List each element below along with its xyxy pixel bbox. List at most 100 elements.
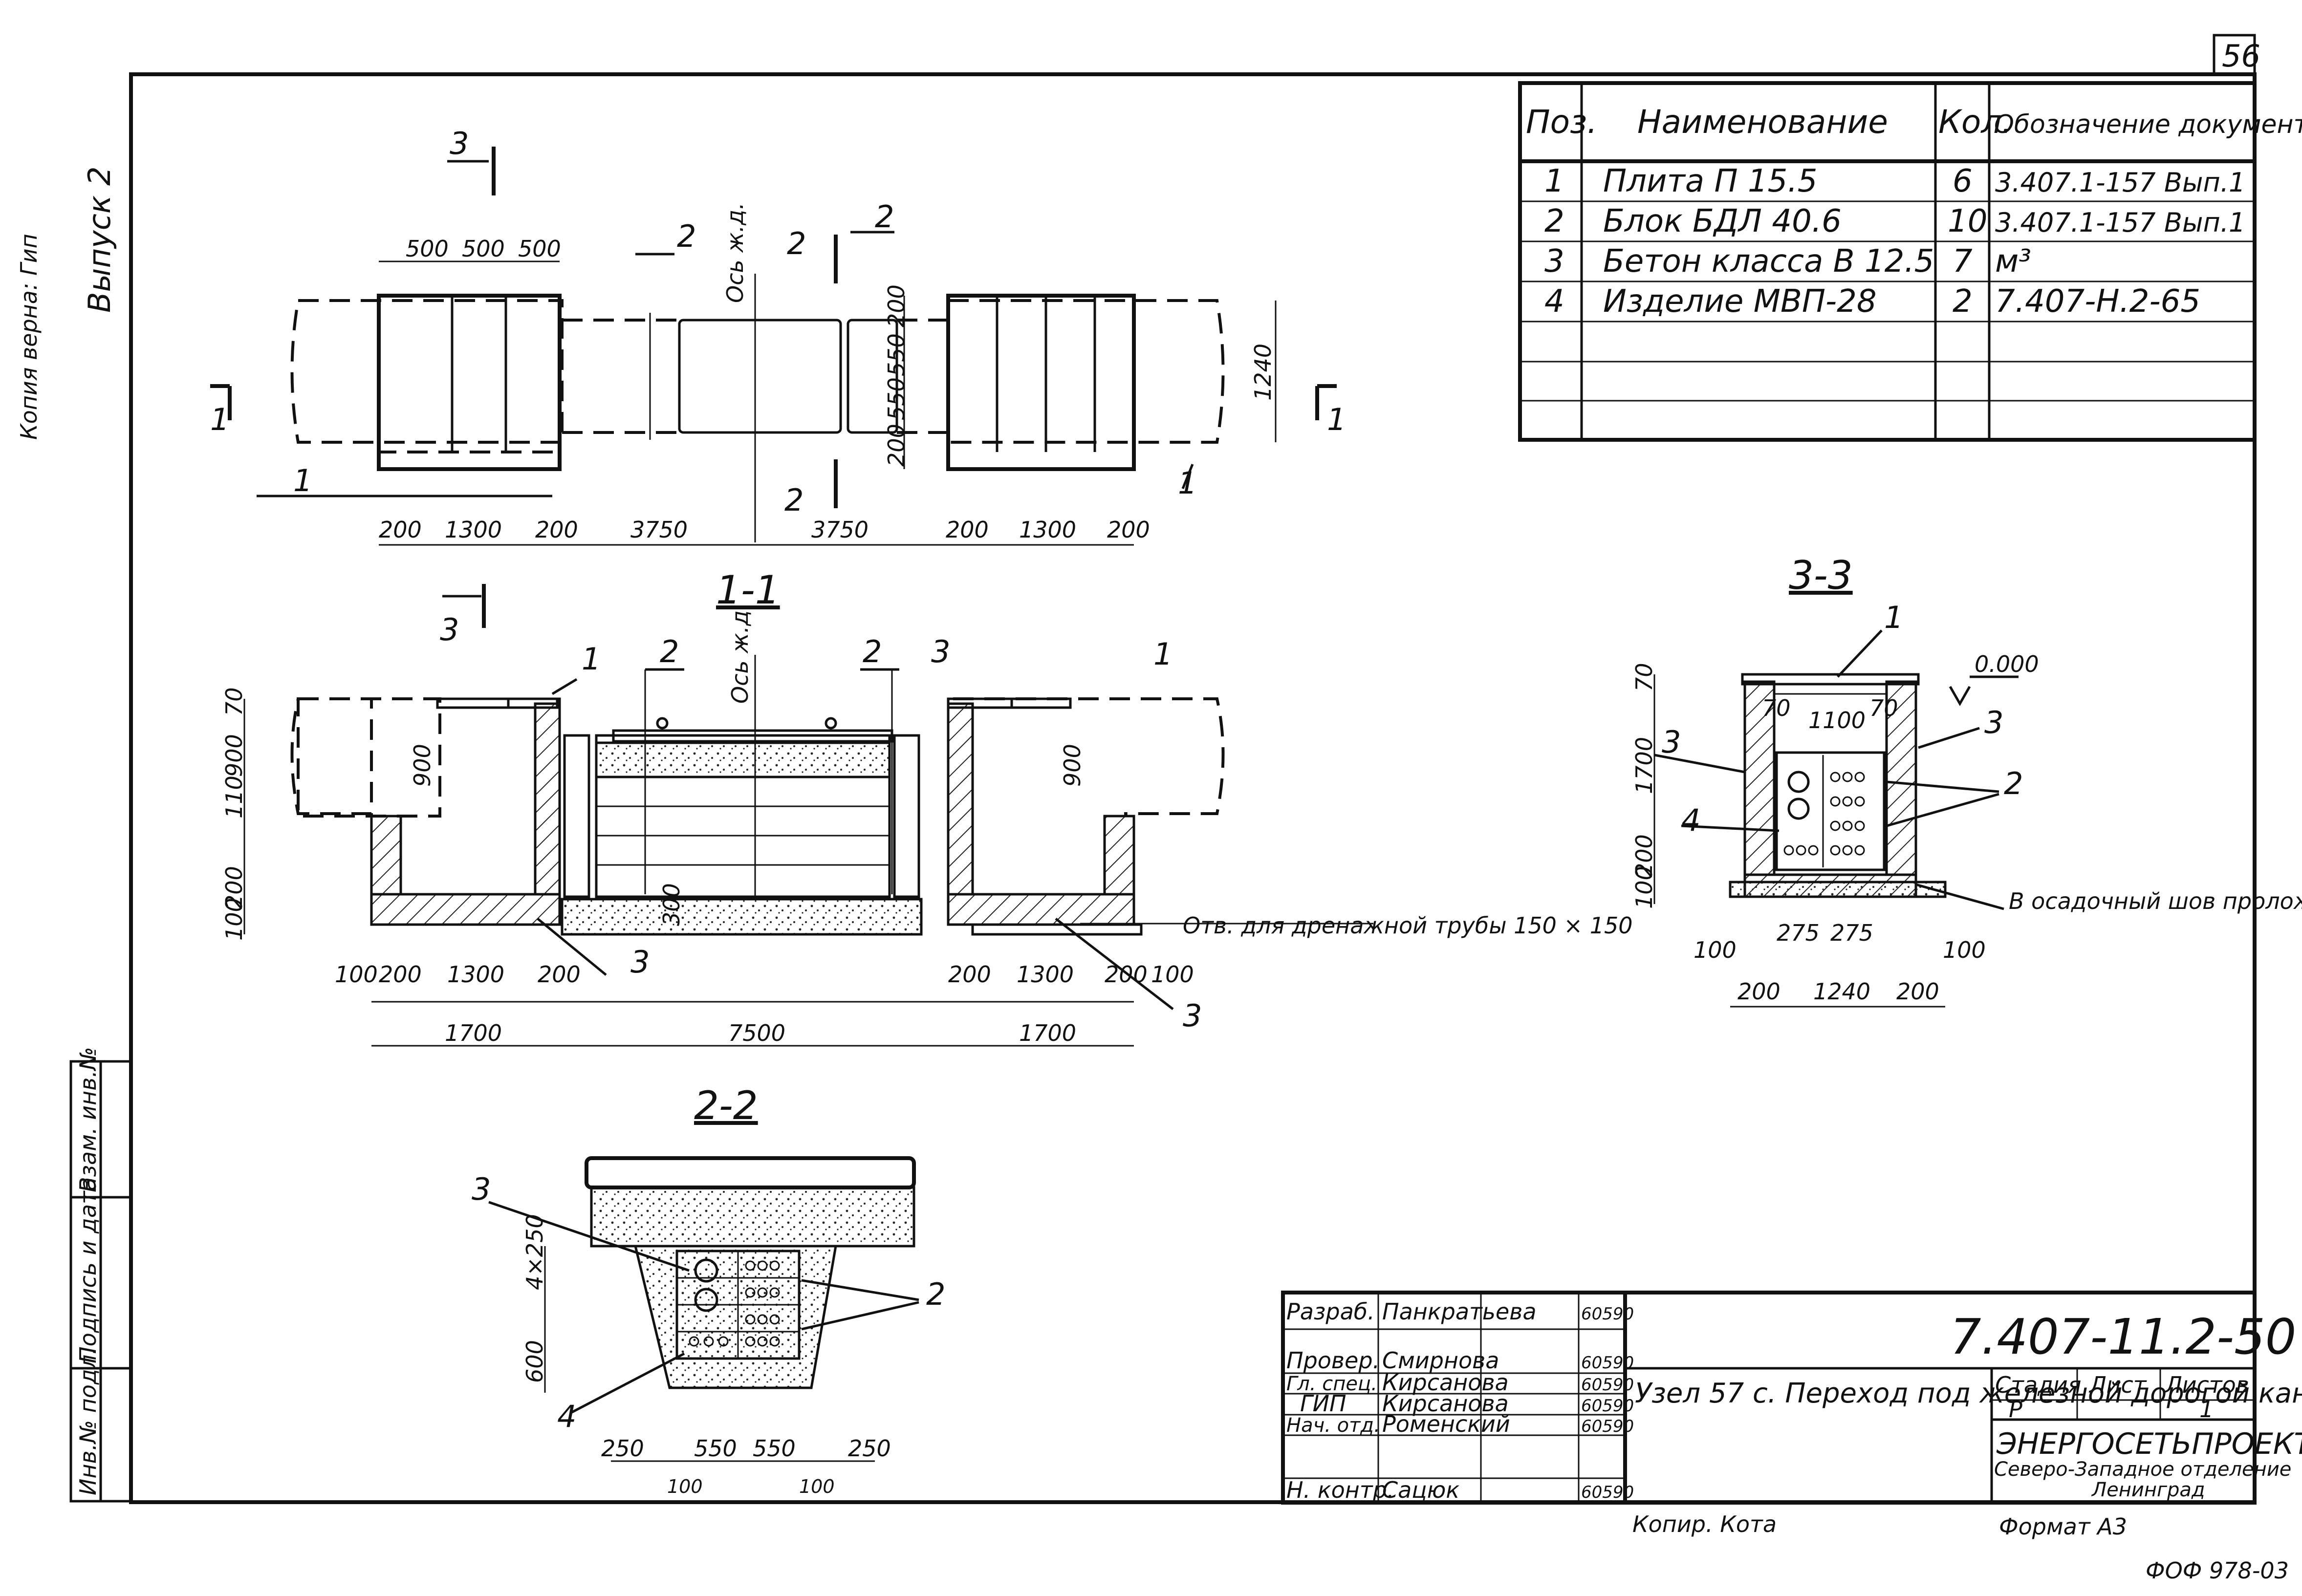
s11-mark: 3 <box>1183 998 1202 1034</box>
spec-row-doc: 7.407-Н.2-65 <box>1995 283 2200 320</box>
spec-row-pos: 4 <box>1544 283 1564 320</box>
tb-designation: 7.407-11.2-50 <box>1950 1308 2296 1365</box>
plan-pos-1: 1 <box>293 463 312 498</box>
s33-dim-top: 70 <box>1869 695 1898 721</box>
tb-sheets: 1 <box>2199 1396 2214 1423</box>
s11-dim-left: 100 <box>221 898 247 941</box>
tb-org-division: Северо-Западное отделение <box>1994 1458 2291 1481</box>
tb-title-text: Узел 57 с. Переход под железной дорогой … <box>1635 1378 2302 1409</box>
tb-sign-role: Разраб. <box>1286 1298 1375 1325</box>
spec-header-qty: Кол. <box>1938 103 2012 141</box>
s33-mark: 3 <box>1984 705 2003 740</box>
s11-drain-note: Отв. для дренажной трубы 150 × 150 <box>1183 912 1633 939</box>
spec-row-doc: 3.407.1-157 Вып.1 <box>1995 207 2245 238</box>
s33-dim-bottom: 275 <box>1777 920 1820 946</box>
sheet-frame <box>129 72 2257 1504</box>
plan-axis-label: Ось ж.д. <box>722 202 748 303</box>
spec-row-qty: 7 <box>1953 243 1973 280</box>
plan-dim-bottom: 1300 <box>1019 517 1076 543</box>
s33-dim-left: 100 <box>1631 866 1657 909</box>
tb-stage-header: Стадия <box>1995 1372 2081 1398</box>
plan-dim-right: 550 <box>883 333 910 376</box>
plan-dim-overall: 1240 <box>1250 344 1276 401</box>
s11-dim-left: 900 <box>221 734 247 777</box>
s11-dim-bottom: 1300 <box>447 961 504 988</box>
s11-mark: 3 <box>931 634 950 669</box>
plan-pos-1: 1 <box>1178 465 1197 501</box>
plan-cut-1-left: 1 <box>210 402 229 437</box>
plan-dim-top: 500 <box>406 236 449 262</box>
s11-dim-bottom: 200 <box>538 961 581 988</box>
s33-dim-left: 200 <box>1631 834 1657 877</box>
section-1-1-cut3: 3 <box>440 612 459 647</box>
tb-sign-date: 60590 <box>1581 1396 1634 1416</box>
spec-row-doc: м³ <box>1995 243 2031 280</box>
tb-sign-role: Провер. <box>1286 1347 1380 1374</box>
tb-sign-role: Гл. спец. <box>1286 1373 1377 1395</box>
spec-row-qty: 6 <box>1953 163 1973 199</box>
s11-dim-bottom: 200 <box>379 961 422 988</box>
s33-dim-top: 1100 <box>1808 707 1866 733</box>
plan-cut-2: 2 <box>875 199 894 235</box>
tb-sign-name: Кирсанова <box>1382 1390 1509 1417</box>
tb-sheet-header: Лист <box>2088 1372 2147 1398</box>
tb-sign-date: 60590 <box>1581 1375 1634 1395</box>
section-1-1-title: 1-1 <box>716 567 780 613</box>
side-stamp: Инв.№ подл. Подпись и дата Взам. инв.№ <box>69 1047 132 1503</box>
s33-seam-note: В осадочный шов проложить доску, обернут… <box>2009 888 2302 914</box>
s33-seam-note-text: В осадочный шов проложить доску, обернут… <box>2009 888 2302 914</box>
stamp-replaces-inv: Взам. инв.№ <box>75 1047 101 1192</box>
s22-dim-sub: 100 <box>667 1476 703 1497</box>
section-3-3: 3-3 0.000 70 1700 200 100 70 1100 70 10 <box>1631 553 2302 1008</box>
s11-dim-bottom: 1300 <box>1017 961 1074 988</box>
plan-dim-top: 500 <box>462 236 505 262</box>
s22-mark: 2 <box>926 1276 945 1312</box>
s22-dim-left: 600 <box>521 1340 548 1383</box>
s11-dim-inner: 900 <box>409 744 435 787</box>
s11-axis-label: Ось ж.д. <box>727 603 753 704</box>
s11-dim-bottom: 100 <box>1151 961 1194 988</box>
spec-row-qty: 2 <box>1953 283 1973 320</box>
plan-dim-top: 500 <box>518 236 561 262</box>
tb-sign-date: 60590 <box>1581 1483 1634 1502</box>
s11-mark: 3 <box>630 944 650 980</box>
s22-mark: 4 <box>557 1399 576 1434</box>
s11-dim-inner: 300 <box>658 883 685 926</box>
spec-row-name: Изделие МВП-28 <box>1603 283 1877 320</box>
s33-dim-bottom: 275 <box>1830 920 1873 946</box>
tb-sign-name: Кирсанова <box>1382 1369 1509 1396</box>
s22-dim-sub: 100 <box>799 1476 835 1497</box>
plan-cut-2: 2 <box>677 218 696 254</box>
section-2-2-title: 2-2 <box>694 1083 758 1128</box>
plan-cut-3-top: 3 <box>450 126 469 161</box>
tb-title: Узел 57 с. Переход под железной дорогой … <box>1635 1378 2302 1409</box>
plan-dim-bottom: 200 <box>1107 517 1150 543</box>
spec-row-qty: 10 <box>1948 203 1987 239</box>
s11-dim-overall: 1700 <box>1019 1020 1076 1046</box>
s11-mark: 2 <box>863 634 882 669</box>
tb-org-name: ЭНЕРГОСЕТЬПРОЕКТ <box>1996 1427 2302 1461</box>
s11-dim-overall: 1700 <box>445 1020 502 1046</box>
plan-cut-2: 2 <box>784 482 804 518</box>
plan-dim-bottom: 200 <box>379 517 422 543</box>
sheet-number-box <box>2213 34 2256 76</box>
s33-mark: 3 <box>1662 724 1681 760</box>
spec-row-name: Бетон класса В 12.5 <box>1603 243 1934 280</box>
s11-dim-overall: 7500 <box>728 1020 785 1046</box>
spec-row-pos: 1 <box>1544 163 1564 199</box>
tb-sign-name: Панкратьева <box>1382 1298 1537 1325</box>
copy-note: Копия верна: Гип <box>16 234 42 440</box>
s33-dim-left: 1700 <box>1631 737 1657 794</box>
s11-dim-left: 200 <box>221 866 247 909</box>
corner-note: ФОФ 978-03 <box>2146 1557 2289 1584</box>
s33-mark: 4 <box>1681 802 1700 838</box>
s11-dim-bottom: 200 <box>948 961 991 988</box>
plan-view: 500 500 500 200 1300 200 3750 3750 200 1… <box>210 126 1346 546</box>
tb-sign-date: 60590 <box>1581 1353 1634 1373</box>
s22-dim-bottom: 550 <box>753 1435 796 1462</box>
tb-sign-date: 60590 <box>1581 1417 1634 1436</box>
spec-header-name: Наименование <box>1637 103 1888 141</box>
tb-org-city: Ленинград <box>2091 1479 2205 1501</box>
s33-dim-top: 70 <box>1762 695 1791 721</box>
plan-dim-right: 200 <box>883 424 910 467</box>
